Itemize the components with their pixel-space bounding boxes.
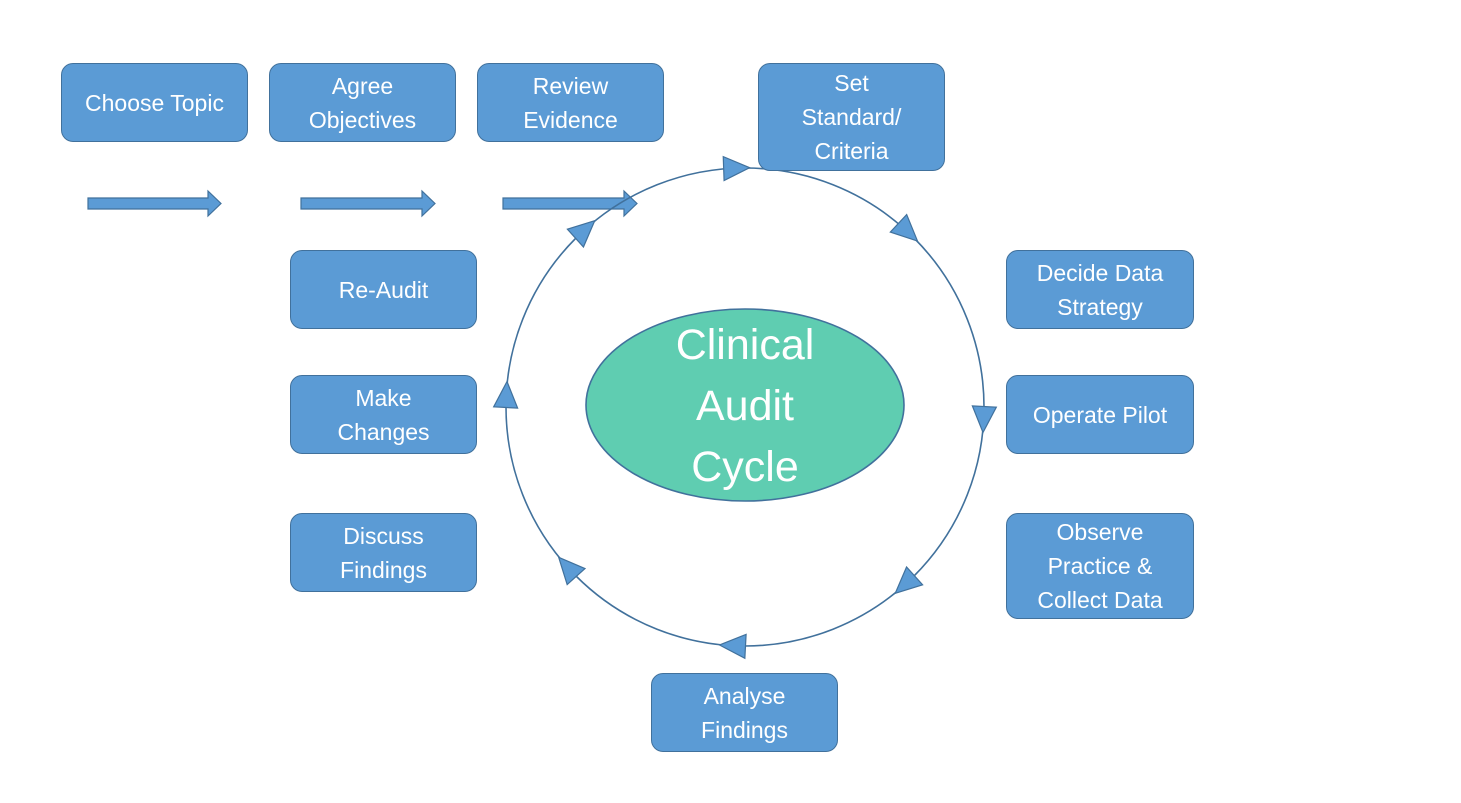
step-agree-objectives[interactable]: Agree Objectives bbox=[269, 63, 456, 142]
step-review-evidence[interactable]: Review Evidence bbox=[477, 63, 664, 142]
step-decide-data-strategy[interactable]: Decide Data Strategy bbox=[1006, 250, 1194, 329]
cycle-arrowhead-icon bbox=[722, 155, 752, 182]
cycle-arrowhead-icon bbox=[894, 565, 924, 595]
center-title: Clinical Audit Cycle bbox=[675, 320, 815, 491]
step-operate-pilot[interactable]: Operate Pilot bbox=[1006, 375, 1194, 454]
step-discuss-findings[interactable]: Discuss Findings bbox=[290, 513, 477, 592]
step-set-standard-criteria[interactable]: Set Standard/ Criteria bbox=[758, 63, 945, 171]
step-observe-practice-collect-data[interactable]: Observe Practice & Collect Data bbox=[1006, 513, 1194, 619]
cycle-arrowhead-icon bbox=[971, 405, 998, 434]
flow-arrow-2 bbox=[300, 189, 436, 218]
flow-arrow-3 bbox=[502, 189, 638, 218]
cycle-arrowhead-icon bbox=[718, 633, 747, 660]
cycle-arrowhead-icon bbox=[557, 556, 587, 586]
cycle-arrowheads bbox=[492, 155, 998, 660]
cycle-arrowhead-icon bbox=[889, 213, 919, 243]
step-re-audit[interactable]: Re-Audit bbox=[290, 250, 477, 329]
step-make-changes[interactable]: Make Changes bbox=[290, 375, 477, 454]
step-choose-topic[interactable]: Choose Topic bbox=[61, 63, 248, 142]
flow-arrow-1 bbox=[87, 189, 222, 218]
step-analyse-findings[interactable]: Analyse Findings bbox=[651, 673, 838, 752]
center-ellipse bbox=[585, 308, 905, 502]
cycle-arrowhead-icon bbox=[566, 219, 596, 249]
cycle-arrowhead-icon bbox=[492, 380, 519, 409]
